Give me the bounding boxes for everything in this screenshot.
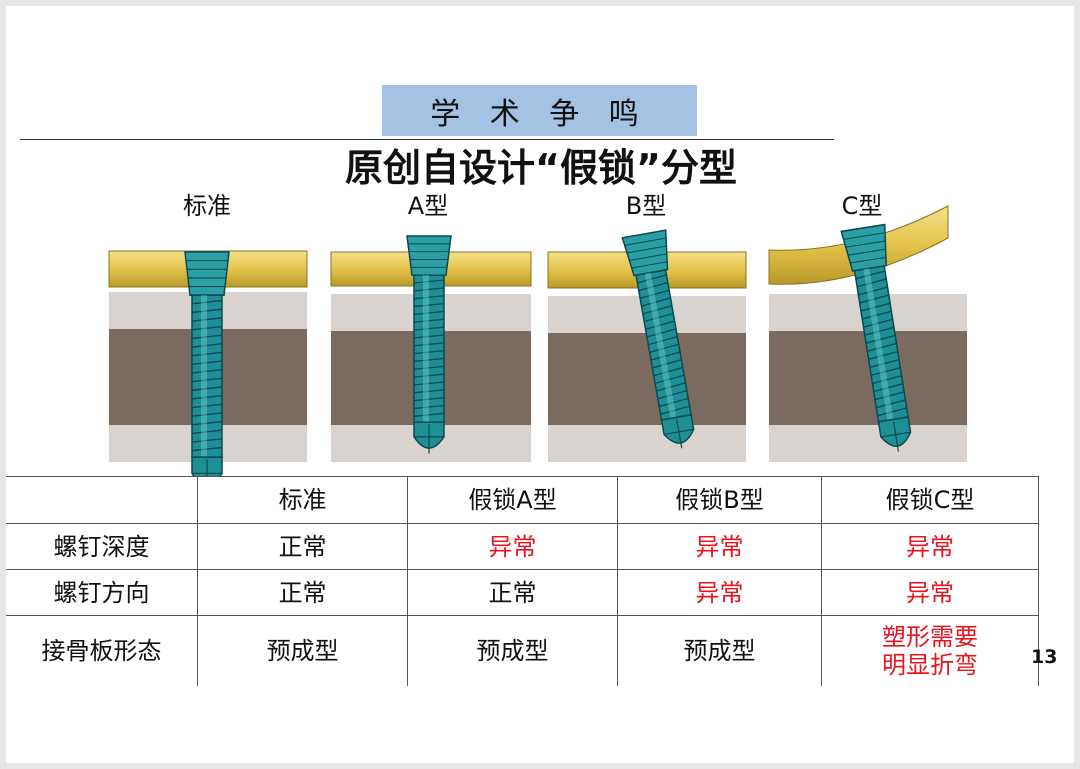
table-header-cell: 假锁B型 [617,476,823,524]
table-header-cell: 假锁A型 [407,476,619,524]
slide-title: 原创自设计“假锁”分型 [345,146,737,190]
table-cell: 正常 [197,523,409,570]
section-tag: 学 术 争 鸣 [382,85,697,136]
row-label: 接骨板形态 [6,615,199,686]
panel-label-type-a: A型 [407,192,449,220]
title-divider [20,139,834,140]
table-cell: 正常 [407,569,619,616]
slide: 学 术 争 鸣 原创自设计“假锁”分型 标准 A型 B型 C型 [6,6,1074,763]
table-cell: 异常 [407,523,619,570]
table-cell: 异常 [617,523,823,570]
page-number: 13 [1031,646,1058,668]
table-header-cell: 假锁C型 [821,476,1039,524]
table-cell: 正常 [197,569,409,616]
table-header-cell [6,476,199,524]
panel-label-standard: 标准 [183,192,231,220]
table-row: 螺钉深度 正常 异常 异常 异常 [6,523,1039,570]
panel-label-type-c: C型 [841,192,883,220]
table-cell: 预成型 [197,615,409,686]
comparison-table: 标准 假锁A型 假锁B型 假锁C型 螺钉深度 正常 异常 异常 异常 螺钉方向 … [6,476,1039,686]
row-label: 螺钉方向 [6,569,199,616]
panel-standard [108,250,308,493]
panel-type-a [330,235,532,462]
table-header-row: 标准 假锁A型 假锁B型 假锁C型 [6,476,1039,524]
table-cell: 预成型 [617,615,823,686]
table-cell: 塑形需要 明显折弯 [821,615,1039,686]
table-cell: 异常 [617,569,823,616]
table-cell: 异常 [821,569,1039,616]
table-row: 螺钉方向 正常 正常 异常 异常 [6,569,1039,616]
table-row: 接骨板形态 预成型 预成型 预成型 塑形需要 明显折弯 [6,615,1039,686]
row-label: 螺钉深度 [6,523,199,570]
panel-label-type-b: B型 [625,192,667,220]
panel-type-b [547,229,747,462]
panel-type-c [768,205,967,462]
table-header-cell: 标准 [197,476,409,524]
table-cell: 预成型 [407,615,619,686]
table-cell: 异常 [821,523,1039,570]
